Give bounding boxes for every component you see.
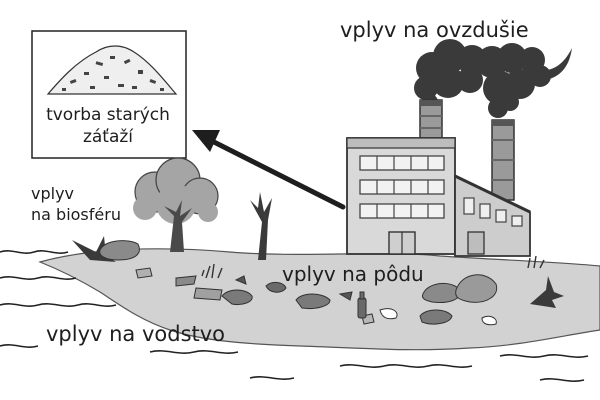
label-air-impact: vplyv na ovzdušie <box>340 18 529 42</box>
factory-icon <box>346 99 531 257</box>
label-legacy-burden: tvorba starých záťaží <box>46 105 170 147</box>
bottle-icon <box>357 291 367 319</box>
tree-icon <box>133 157 219 252</box>
grass-tuft-icon <box>201 255 545 279</box>
water-wave-icon <box>0 250 589 382</box>
label-soil-impact: vplyv na pôdu <box>282 262 424 286</box>
label-biosphere-impact: vplyv na biosféru <box>31 184 121 224</box>
label-water-impact: vplyv na vodstvo <box>46 322 226 346</box>
rock-icon <box>99 240 498 326</box>
arrow-icon <box>192 130 346 210</box>
waste-heap-icon <box>46 45 178 95</box>
